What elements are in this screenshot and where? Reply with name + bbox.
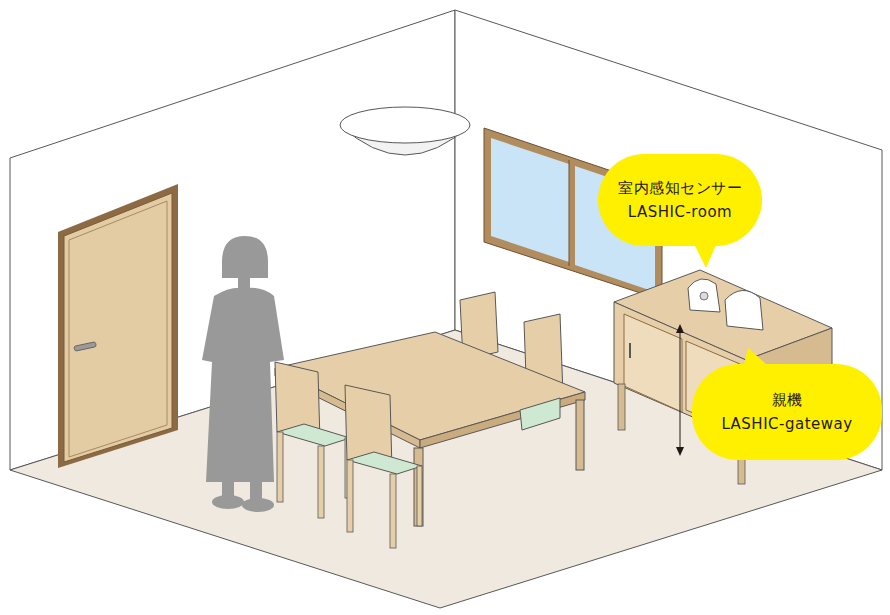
device-name: LASHIC-gateway	[721, 412, 852, 436]
dimension-arrowhead	[676, 447, 684, 456]
window-pane	[491, 138, 569, 262]
table-top	[275, 332, 585, 440]
gateway-device	[725, 290, 763, 330]
dimension-line	[680, 330, 681, 450]
cabinet-handle	[629, 343, 631, 358]
door-handle	[74, 342, 97, 351]
chair-seat	[520, 398, 560, 430]
chair	[345, 385, 422, 548]
person-silhouette	[202, 236, 284, 512]
window-mullion	[569, 160, 570, 266]
callout-bubble: 室内感知センサーLASHIC-room	[598, 154, 762, 246]
dimension-arrowhead	[676, 324, 684, 333]
sensor-lens	[700, 292, 708, 300]
room-sensor	[688, 279, 720, 312]
cabinet-door	[624, 314, 682, 412]
lamp-rim	[340, 107, 470, 143]
chair	[275, 362, 350, 518]
table-edge	[420, 392, 585, 448]
callout-bubble: 親機LASHIC-gateway	[692, 364, 882, 460]
door-panel	[69, 201, 167, 457]
callout-heading: 室内感知センサー	[618, 176, 742, 200]
cabinet-leg	[618, 384, 625, 430]
door-frame	[58, 184, 178, 468]
door	[64, 193, 172, 462]
device-name: LASHIC-room	[628, 200, 732, 224]
callout-heading: 親機	[772, 388, 803, 412]
